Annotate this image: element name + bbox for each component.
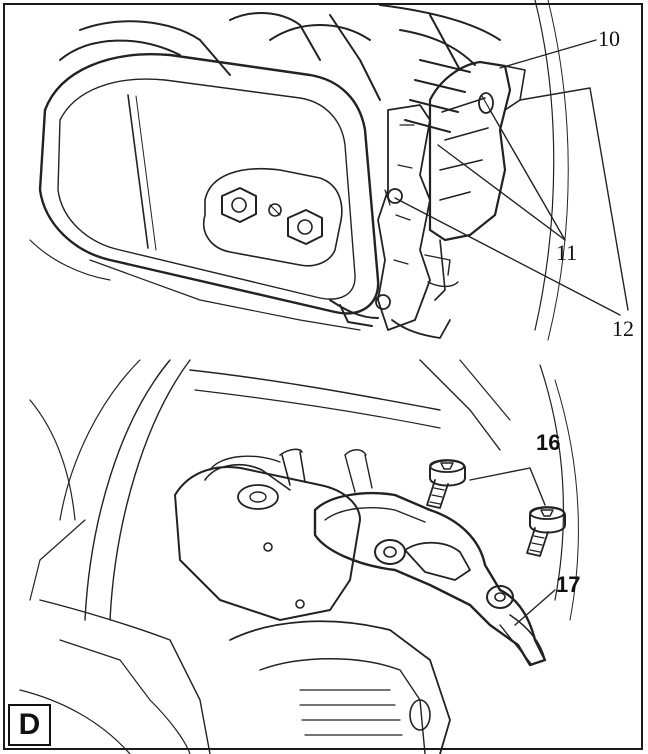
- upper-view: [29, 0, 569, 341]
- leader-lines: [394, 39, 629, 626]
- lower-view: [19, 359, 579, 754]
- panel-letter-box: D: [8, 704, 51, 746]
- panel-letter: D: [18, 708, 41, 741]
- callout-label-10: 10: [598, 26, 620, 51]
- callout-label-17: 17: [556, 572, 581, 597]
- callout-label-16: 16: [536, 430, 561, 455]
- callout-label-11: 11: [556, 240, 578, 265]
- figure-frame: [3, 3, 643, 750]
- callout-label-12: 12: [612, 316, 634, 341]
